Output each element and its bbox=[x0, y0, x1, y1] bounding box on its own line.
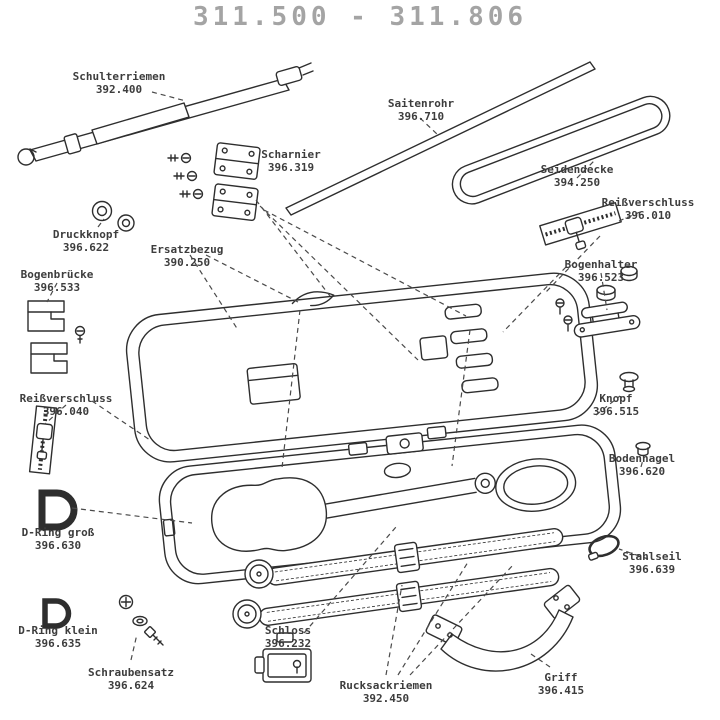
part-number: 396.624 bbox=[107, 679, 155, 692]
part-number: 396.415 bbox=[537, 684, 585, 697]
part-number: 396.010 bbox=[624, 209, 672, 222]
snap-button-drawing bbox=[91, 200, 135, 232]
screw-set-drawing bbox=[118, 594, 164, 646]
part-name: Druckknopf bbox=[52, 228, 120, 241]
part-name: D-Ring groß bbox=[21, 526, 95, 539]
part-number: 396.040 bbox=[42, 405, 90, 418]
steel-cable-drawing bbox=[587, 534, 620, 561]
handle-drawing bbox=[425, 584, 581, 672]
part-number: 396.319 bbox=[267, 161, 315, 174]
part-number: 396.622 bbox=[62, 241, 110, 254]
backpack-strap-2-drawing bbox=[258, 567, 560, 626]
part-name: Stahlseil bbox=[622, 550, 682, 563]
part-number: 390.250 bbox=[163, 256, 211, 269]
page-title: 311.500 - 311.806 bbox=[192, 2, 528, 32]
d-ring-large-drawing bbox=[38, 489, 78, 531]
zipper-left-drawing bbox=[28, 405, 58, 475]
part-name: Bogenbrücke bbox=[20, 268, 94, 281]
zipper-right-drawing bbox=[539, 202, 622, 251]
part-name: Seidendecke bbox=[540, 163, 614, 176]
leader-lines bbox=[44, 91, 649, 676]
part-name: Ersatzbezug bbox=[150, 243, 224, 256]
part-number: 396.523 bbox=[577, 271, 625, 284]
part-number: 394.250 bbox=[553, 176, 601, 189]
string-tube-drawing bbox=[285, 61, 596, 216]
part-number: 396.639 bbox=[628, 563, 676, 576]
part-name: Schloss bbox=[264, 624, 312, 637]
part-number: 392.400 bbox=[95, 83, 143, 96]
part-number: 396.710 bbox=[397, 110, 445, 123]
part-name: Saitenrohr bbox=[387, 97, 455, 110]
hinge-screws-drawing bbox=[167, 152, 204, 200]
part-name: Bodennagel bbox=[608, 452, 676, 465]
strap-pad-1 bbox=[244, 559, 274, 589]
d-ring-small-drawing bbox=[42, 598, 72, 629]
part-name: Reißverschluss bbox=[19, 392, 113, 405]
bow-bridge-drawing bbox=[27, 300, 86, 374]
part-number: 392.450 bbox=[362, 692, 410, 705]
part-name: Scharnier bbox=[261, 148, 321, 161]
bottom-nail-drawing bbox=[635, 441, 651, 457]
button-drawing bbox=[619, 371, 639, 393]
hinge-drawing bbox=[211, 142, 261, 222]
part-name: Schulterriemen bbox=[72, 70, 166, 83]
part-number: 396.630 bbox=[34, 539, 82, 552]
lock-drawing bbox=[254, 632, 312, 683]
part-number: 396.635 bbox=[34, 637, 82, 650]
silk-blanket-drawing bbox=[451, 95, 671, 205]
part-name: Reißverschluss bbox=[601, 196, 695, 209]
bow-holder-drawing bbox=[555, 265, 641, 338]
part-number: 396.515 bbox=[592, 405, 640, 418]
part-name: Rucksackriemen bbox=[339, 679, 433, 692]
part-name: D-Ring klein bbox=[18, 624, 98, 637]
strap-pad-2 bbox=[232, 599, 262, 629]
part-number: 396.533 bbox=[33, 281, 81, 294]
part-number: 396.232 bbox=[264, 637, 312, 650]
part-number: 396.620 bbox=[618, 465, 666, 478]
part-name: Knopf bbox=[599, 392, 633, 405]
shoulder-strap-drawing bbox=[17, 62, 314, 166]
part-name: Bogenhalter bbox=[564, 258, 638, 271]
part-name: Schraubensatz bbox=[87, 666, 175, 679]
part-name: Griff bbox=[544, 671, 578, 684]
